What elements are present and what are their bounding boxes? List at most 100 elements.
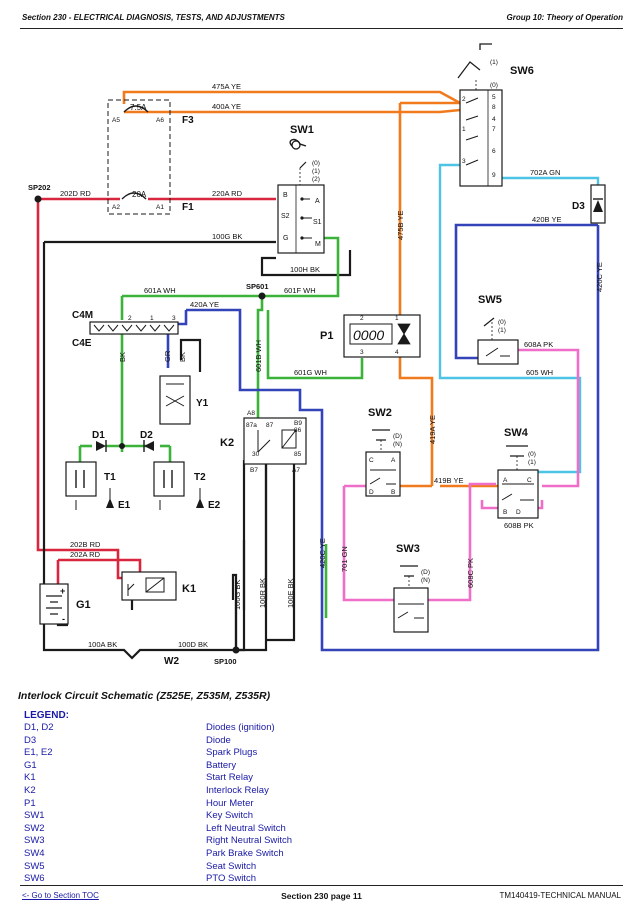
k2-pin-b7: B7 <box>250 467 258 474</box>
toc-link[interactable]: <- Go to Section TOC <box>22 891 99 900</box>
wire-420b: 420B YE <box>532 215 561 224</box>
c4-pin-2: 2 <box>128 315 132 322</box>
label-sw5: SW5 <box>478 294 502 306</box>
sw2-pin-a: A <box>391 457 396 464</box>
sw6-pin-3: 3 <box>462 158 466 165</box>
wires-blue <box>166 223 600 652</box>
footer-divider <box>20 885 623 886</box>
wire-gr-c4: GR <box>163 350 172 362</box>
legend-desc: Start Relay <box>206 772 253 784</box>
sw5-pos-0: (0) <box>498 319 506 326</box>
label-c4e: C4E <box>72 338 92 349</box>
label-sp601: SP601 <box>246 282 269 291</box>
sw2-pin-c: C <box>369 457 374 464</box>
label-c4m: C4M <box>72 310 93 321</box>
pin-a6: A6 <box>156 117 164 124</box>
wire-608c: 608C PK <box>466 558 475 588</box>
sw1-pin-m: M <box>315 241 321 248</box>
k2-pin-a7: A7 <box>292 467 300 474</box>
wire-100r: 100R BK <box>258 578 267 608</box>
wire-601a: 601A WH <box>144 286 176 295</box>
sp601-dot <box>258 292 266 300</box>
k2-pin-b9: B9 <box>294 420 302 427</box>
wire-bk-c4-left: BK <box>118 352 127 362</box>
sw1-pin-a: A <box>315 198 320 205</box>
legend-desc: Right Neutral Switch <box>206 835 293 847</box>
sw2-pos-n: (N) <box>393 441 402 448</box>
c4-pin-3: 3 <box>172 315 176 322</box>
wire-bk-c4-right: BK <box>178 352 187 362</box>
wires-cyan <box>438 163 600 474</box>
wire-419a: 419A YE <box>428 415 437 444</box>
sw6-pin-9: 9 <box>492 172 496 179</box>
legend-desc: PTO Switch <box>206 873 256 885</box>
splice-dots <box>34 195 266 654</box>
k2-pin-85: 85 <box>294 451 302 458</box>
sw4-pos-0: (0) <box>528 451 536 458</box>
label-sw6: SW6 <box>510 65 534 77</box>
label-t2: T2 <box>194 472 206 483</box>
battery-plus: + <box>60 586 65 596</box>
sw3-pos-n: (N) <box>421 577 430 584</box>
pin-a1: A1 <box>156 204 164 211</box>
legend-code: K2 <box>24 784 36 796</box>
k2-pin-86: 86 <box>294 427 302 434</box>
legend-code: SW2 <box>24 822 45 834</box>
legend-desc: Seat Switch <box>206 860 257 872</box>
c4-pin-1: 1 <box>150 315 154 322</box>
wire-605: 605 WH <box>526 368 553 377</box>
sw1-pos-2: (2) <box>312 176 320 183</box>
p1-pin-3: 3 <box>360 349 364 356</box>
wire-100e: 100E BK <box>286 578 295 608</box>
legend-desc: Battery <box>206 759 237 771</box>
k2-pin-a8: A8 <box>247 410 255 417</box>
sw1-pos-1: (1) <box>312 168 320 175</box>
sw6-pto-switch <box>457 43 503 187</box>
wire-419b: 419B YE <box>434 476 463 485</box>
label-f1: F1 <box>182 202 194 213</box>
pin-a2: A2 <box>112 204 120 211</box>
manual-id: TM140419-TECHNICAL MANUAL <box>499 891 621 900</box>
page-number: Section 230 page 11 <box>281 891 362 901</box>
legend-desc: Diode <box>206 734 231 746</box>
legend-code: D1, D2 <box>24 722 54 733</box>
label-sw4: SW4 <box>504 427 529 439</box>
sw6-pin-7: 7 <box>492 126 496 133</box>
interlock-schematic: 7.5A A5 A6 20A A2 A1 F3 F1 SW1 (0) (1) (… <box>28 43 606 667</box>
label-f3: F3 <box>182 115 194 126</box>
sw6-pin-6: 6 <box>492 148 496 155</box>
group-header: Group 10: Theory of Operation <box>506 13 623 22</box>
legend-code: SW5 <box>24 860 45 872</box>
legend-item: G1 Battery <box>24 760 444 773</box>
legend-title: LEGEND: <box>24 710 69 721</box>
sw4-pin-d: D <box>516 509 521 516</box>
sw6-pos-1: (1) <box>490 59 498 66</box>
sw6-pin-2: 2 <box>462 96 466 103</box>
legend-desc: Park Brake Switch <box>206 847 284 859</box>
sw6-pin-1: 1 <box>462 126 466 133</box>
wire-400a: 400A YE <box>212 102 241 111</box>
sw4-pin-c: C <box>527 477 532 484</box>
hour-meter-display: 0000 <box>353 327 384 343</box>
sw5-seat-switch <box>477 317 519 365</box>
key-icon <box>291 140 301 150</box>
label-g1: G1 <box>76 599 91 611</box>
legend-code: G1 <box>24 759 37 771</box>
sw4-pin-b: B <box>503 509 507 516</box>
label-t1: T1 <box>104 472 116 483</box>
legend-desc: Hour Meter <box>206 797 254 809</box>
legend-item: SW4 Park Brake Switch <box>24 848 444 861</box>
legend-code: SW3 <box>24 835 45 847</box>
fuse-block <box>107 99 171 215</box>
wires-orange <box>122 90 500 489</box>
p1-pin-2: 2 <box>360 315 364 322</box>
wire-608a: 608A PK <box>524 340 553 349</box>
legend-code: SW4 <box>24 847 45 859</box>
k1-start-relay <box>121 571 177 601</box>
c4-connector <box>89 321 179 335</box>
